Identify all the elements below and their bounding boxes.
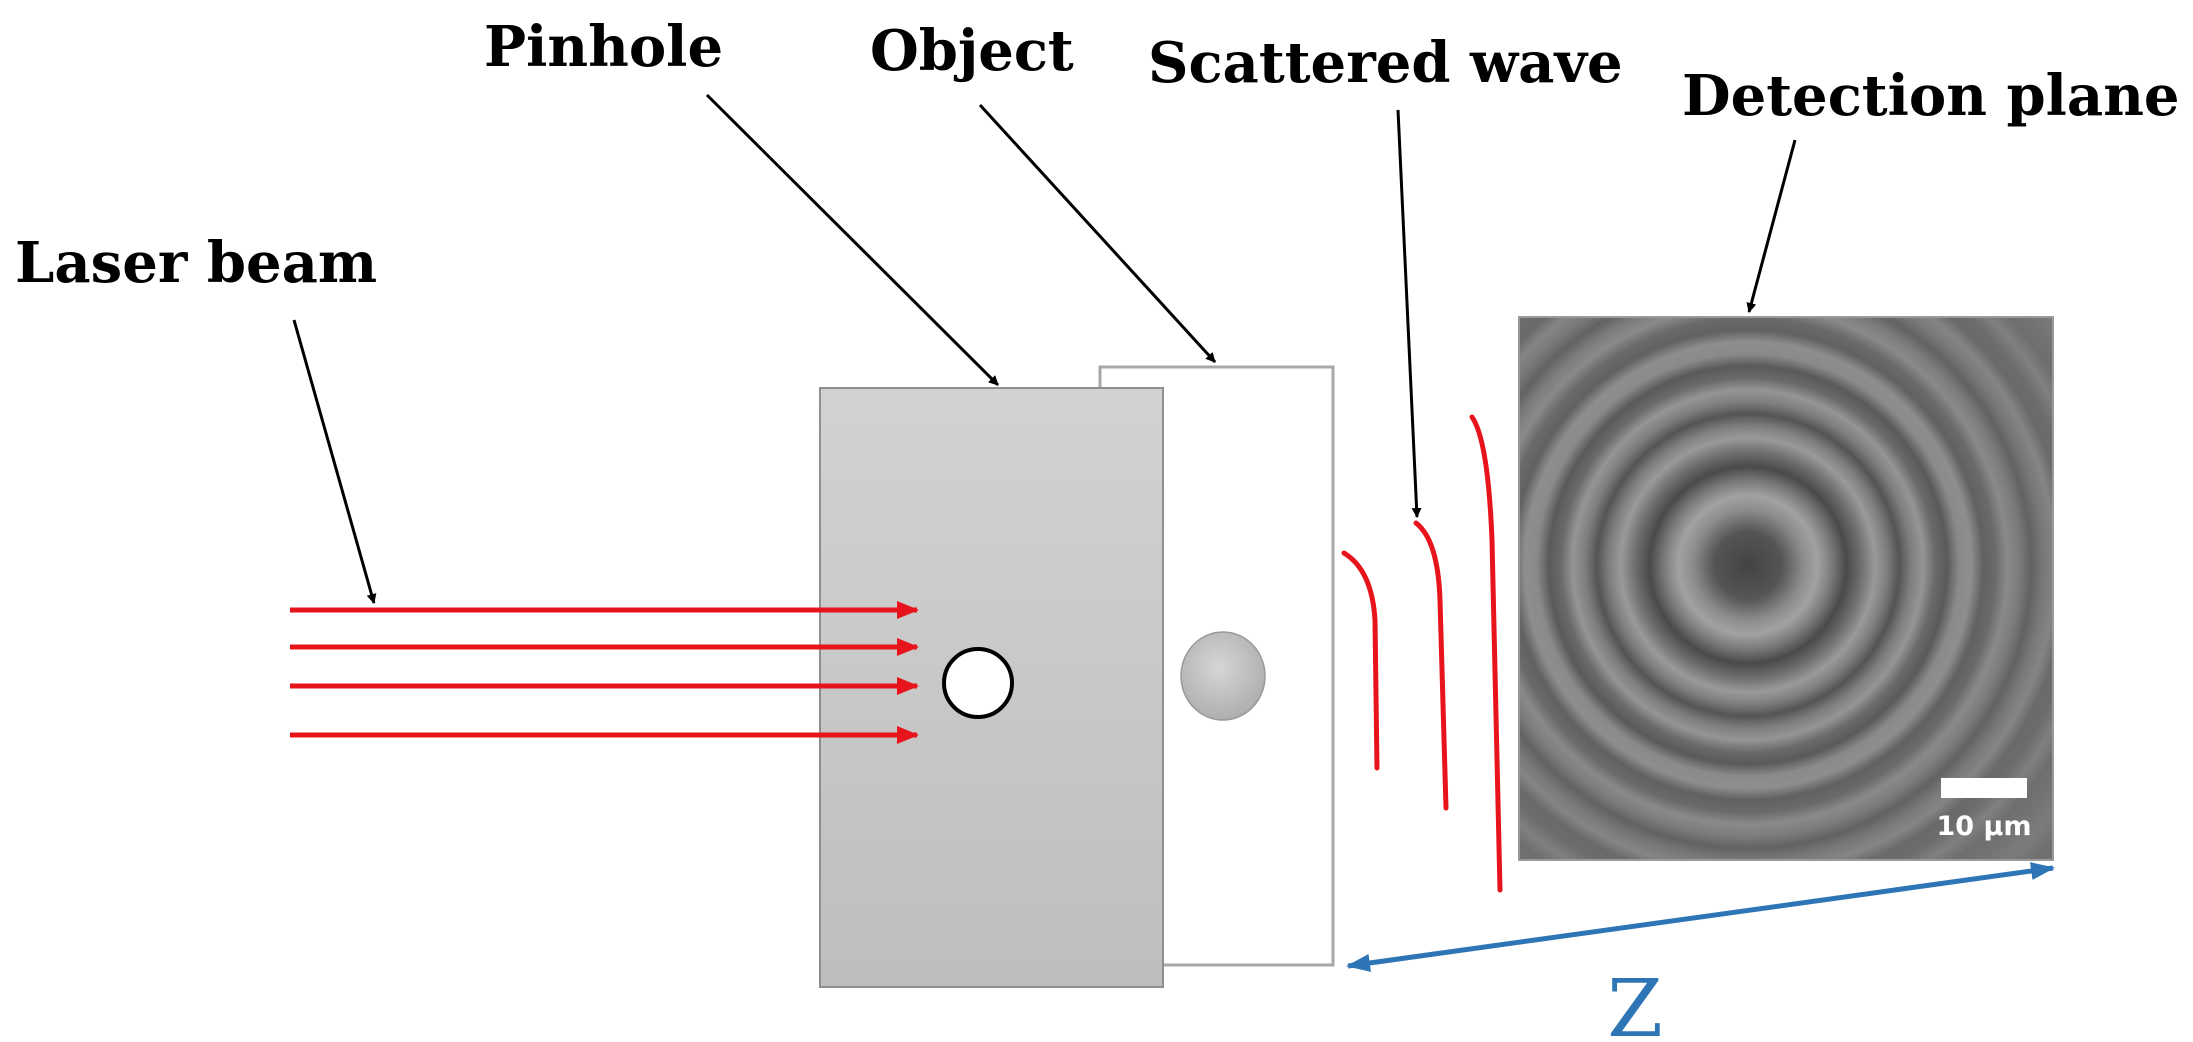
distance-z-label: Z (1607, 962, 1663, 1042)
distance-z-arrow (1346, 862, 2055, 972)
detection-plane: 10 μm (1518, 316, 2054, 861)
laser-beam-pointer-arrow (292, 319, 377, 604)
scale-bar-label: 10 μm (1937, 811, 2032, 842)
pinhole-label: Pinhole (484, 14, 723, 80)
hologram-image (1518, 316, 2054, 861)
detection-plane-label: Detection plane (1682, 63, 2180, 129)
object-pointer-arrow (978, 103, 1217, 364)
detection-plane-pointer-arrow (1746, 139, 1797, 313)
pinhole-pointer-arrow (705, 93, 1000, 387)
wavefront-3 (1469, 414, 1503, 893)
laser-beam-label: Laser beam (15, 230, 377, 296)
laser-beam-rays (290, 601, 919, 744)
object-disk (1180, 631, 1266, 721)
wavefront-2 (1413, 520, 1449, 811)
wavefront-1 (1341, 550, 1380, 771)
scattered-wave-label: Scattered wave (1148, 30, 1623, 96)
scattered-wavefronts (1341, 414, 1503, 893)
object-label: Object (870, 18, 1074, 84)
scattered-wave-pointer-arrow (1396, 109, 1422, 518)
scale-bar (1941, 778, 2027, 798)
pinhole-aperture (942, 647, 1014, 719)
